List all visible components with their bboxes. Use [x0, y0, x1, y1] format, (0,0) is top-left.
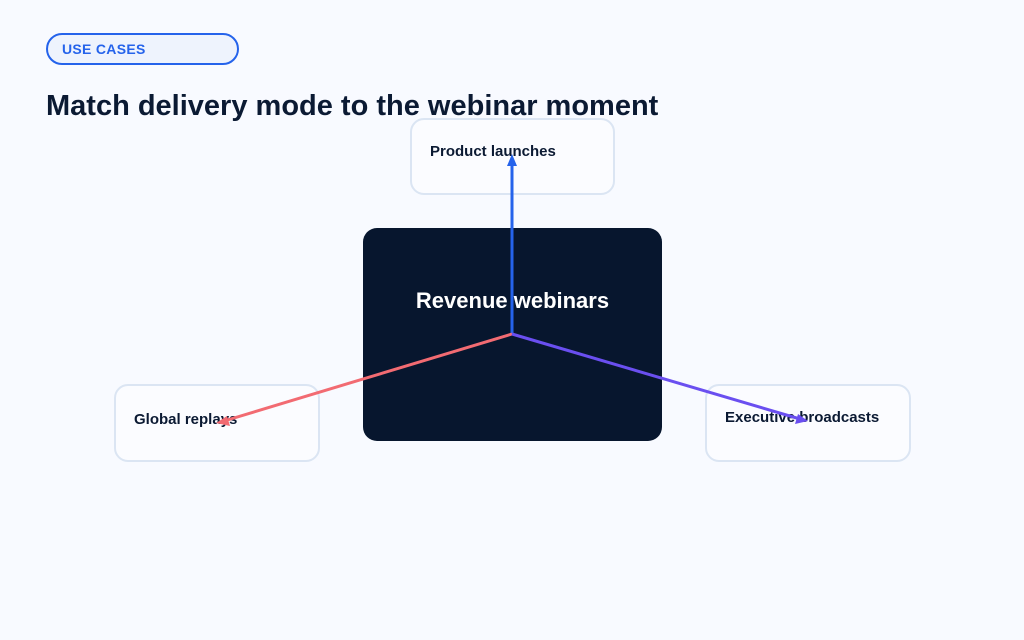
hub-box: Revenue webinars: [363, 228, 662, 441]
node-executive-broadcasts: Executive broadcasts: [705, 384, 911, 462]
node-label: Product launches: [430, 143, 556, 160]
page-title: Match delivery mode to the webinar momen…: [46, 90, 659, 122]
section-tag: USE CASES: [46, 33, 239, 65]
node-label: Executive broadcasts: [725, 409, 880, 426]
node-product-launches: Product launches: [410, 118, 615, 195]
node-global-replays: Global replays: [114, 384, 320, 462]
hub-label: Revenue webinars: [415, 288, 610, 313]
node-label: Global replays: [134, 411, 238, 428]
